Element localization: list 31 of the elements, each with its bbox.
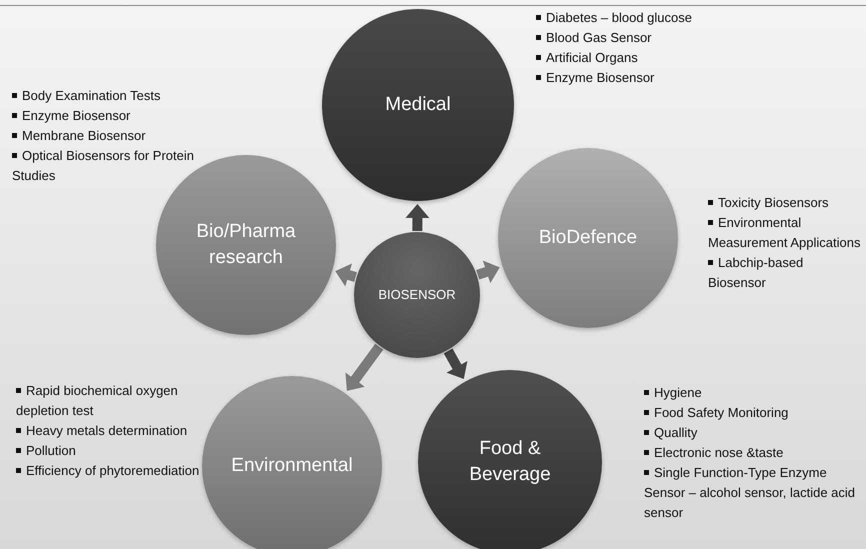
bullet-item: Optical Biosensors for Protein Studies [12,146,208,186]
bullet-item: Blood Gas Sensor [536,28,736,48]
circle-label: Bio/Pharma research [195,220,297,270]
bullet-item: Toxicity Biosensors [708,193,864,213]
bullet-item: Efficiency of phytoremediation [16,461,216,481]
bullet-item: Diabetes – blood glucose [536,8,736,28]
block-arrow [476,260,500,284]
bullet-item: Heavy metals determination [16,421,216,441]
bullet-item: Membrane Biosensor [12,126,208,146]
bullet-item: Pollution [16,441,216,461]
block-arrow [444,348,468,379]
block-arrow [335,264,357,287]
block-arrow [405,204,430,232]
bullet-item: Food Safety Monitoring [644,403,866,423]
bullet-item: Body Examination Tests [12,86,208,106]
bullet-item: Hygiene [644,383,866,403]
bullet-item: Single Function-Type Enzyme Sensor – alcohol sensor, lactide acid sensor [644,463,866,523]
bullet-item: Quallity [644,423,866,443]
circle-label: Environmental [230,454,354,478]
bullet-item: Electronic nose &taste [644,443,866,463]
circle-label: BIOSENSOR [377,286,457,304]
bullet-item: Labchip-based Biosensor [708,253,864,293]
bullet-item: Artificial Organs [536,48,736,68]
bullet-item: Rapid biochemical oxygen depletion test [16,381,216,421]
block-arrow [345,344,384,391]
bullet-item: Enzyme Biosensor [12,106,208,126]
circle-label: Medical [384,92,452,117]
bullet-item: Environmental Measurement Applications [708,213,864,253]
bullet-item: Enzyme Biosensor [536,68,736,88]
circle-label: BioDefence [538,226,638,250]
circle-label: Food & Beverage [468,436,552,487]
